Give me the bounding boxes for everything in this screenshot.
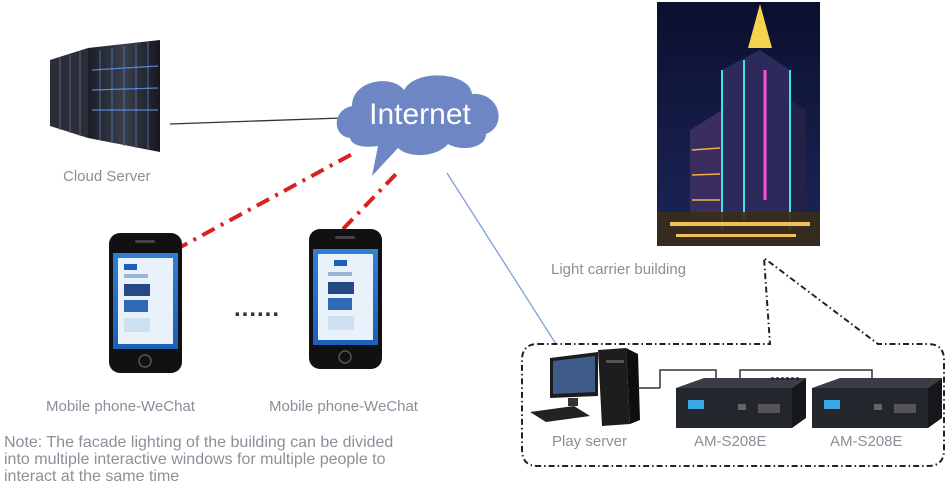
- server-to-internet-line: [169, 117, 343, 125]
- controller-link-line: [739, 369, 873, 378]
- equipment-callout-frame: [521, 255, 945, 467]
- mobile-phone-icon: [109, 233, 182, 373]
- play-server-icon: [530, 348, 640, 426]
- internet-to-play-server-line: [446, 172, 557, 345]
- phone1-to-internet-link: [174, 150, 357, 252]
- note-line: interact at the same time: [4, 468, 180, 485]
- note-text: Note: The facade lighting of the buildin…: [4, 434, 524, 485]
- phone-ellipsis: ......: [234, 295, 280, 322]
- am-s208e-controller-icon: [676, 378, 806, 428]
- note-line: Note: The facade lighting of the buildin…: [4, 434, 394, 451]
- cloud-server-icon: [50, 40, 160, 152]
- controller-label: AM-S208E: [830, 433, 903, 450]
- note-line: into multiple interactive windows for mu…: [4, 451, 386, 468]
- play-server-label: Play server: [552, 433, 628, 450]
- building-image: [657, 2, 820, 246]
- internet-cloud-icon: Internet: [336, 75, 499, 176]
- internet-label: Internet: [369, 98, 471, 131]
- phone-label: Mobile phone-WeChat: [46, 398, 195, 415]
- cloud-server-label: Cloud Server: [63, 168, 151, 185]
- building-label: Light carrier building: [551, 261, 687, 278]
- controller-ellipsis: ......: [770, 364, 800, 384]
- mobile-phone-icon: [309, 229, 382, 369]
- am-s208e-controller-icon: [812, 378, 942, 428]
- pc-to-controller-line: [659, 369, 717, 388]
- phone2-to-internet-link: [341, 170, 400, 231]
- phone-label: Mobile phone-WeChat: [269, 398, 418, 415]
- controller-label: AM-S208E: [694, 433, 767, 450]
